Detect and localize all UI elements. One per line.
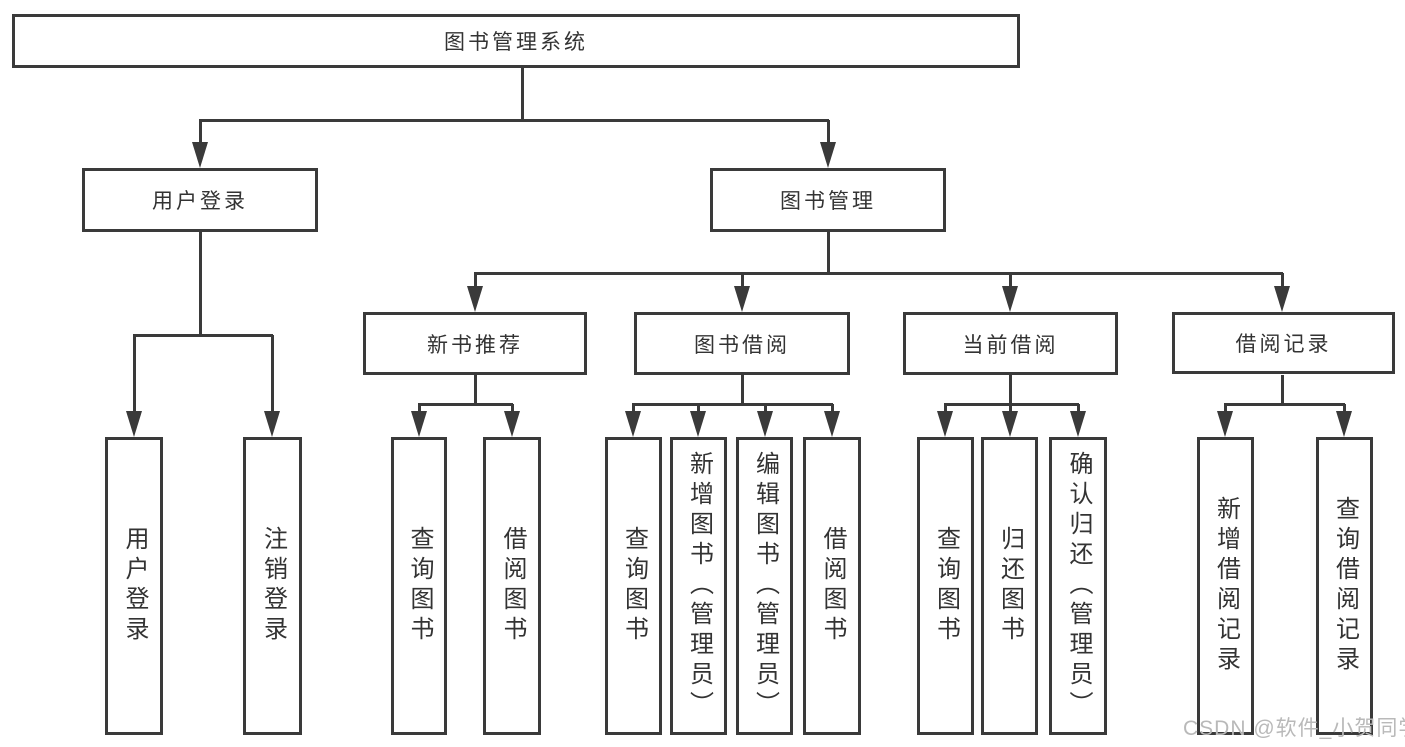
node-leaf-confirm-return: 确认归还（管理员） [1049,437,1107,735]
node-new-book-rec: 新书推荐 [363,312,587,375]
connector-drop-book-borrow [632,404,635,413]
arrow-down-icon [625,411,641,437]
connector-bar-user-login [133,334,273,337]
arrow-down-icon [1002,411,1018,437]
connector-trunk-borrow-records [1281,375,1284,404]
connector-drop-borrow-records [1224,404,1227,413]
node-borrow-records: 借阅记录 [1172,312,1395,374]
node-leaf-return-book: 归还图书 [981,437,1038,735]
connector-bar-book-borrow [632,403,833,406]
arrow-down-icon [1274,286,1290,312]
connector-drop-new-book-rec [511,404,514,413]
connector-drop-user-login [271,335,274,413]
node-leaf-edit-book: 编辑图书（管理员） [736,437,793,735]
node-current-borrow: 当前借阅 [903,312,1118,375]
connector-bar-book-mgmt [474,272,1283,275]
arrow-down-icon [126,411,142,437]
connector-drop-book-mgmt [1281,273,1284,288]
node-leaf-borrow-book-2: 借阅图书 [803,437,861,735]
csdn-watermark: CSDN @软件_小贺同学 [1183,717,1405,740]
node-leaf-add-record: 新增借阅记录 [1197,437,1254,735]
arrow-down-icon [757,411,773,437]
node-leaf-query-book-3: 查询图书 [917,437,974,735]
connector-bar-root [199,119,829,122]
arrow-down-icon [734,286,750,312]
arrow-down-icon [937,411,953,437]
arrow-down-icon [824,411,840,437]
arrow-down-icon [192,142,208,168]
arrow-down-icon [264,411,280,437]
node-book-mgmt: 图书管理 [710,168,946,232]
connector-drop-book-borrow [831,404,834,413]
connector-drop-current-borrow [1077,404,1080,413]
connector-drop-book-mgmt [1009,273,1012,288]
connector-trunk-book-borrow [741,375,744,404]
connector-drop-current-borrow [944,404,947,413]
connector-drop-book-mgmt [741,273,744,288]
node-leaf-query-book-2: 查询图书 [605,437,662,735]
connector-drop-current-borrow [1009,404,1012,413]
node-leaf-add-book: 新增图书（管理员） [670,437,727,735]
connector-drop-new-book-rec [418,404,421,413]
node-leaf-borrow-book-1: 借阅图书 [483,437,541,735]
node-root: 图书管理系统 [12,14,1020,68]
connector-drop-book-borrow [697,404,700,413]
connector-trunk-root [521,68,524,120]
node-leaf-query-record: 查询借阅记录 [1316,437,1373,735]
node-user-login: 用户登录 [82,168,318,232]
connector-drop-book-mgmt [474,273,477,288]
connector-trunk-user-login [199,232,202,335]
connector-drop-book-borrow [764,404,767,413]
arrow-down-icon [504,411,520,437]
connector-drop-borrow-records [1343,404,1346,413]
arrow-down-icon [1002,286,1018,312]
node-leaf-login: 用户登录 [105,437,163,735]
arrow-down-icon [690,411,706,437]
connector-trunk-current-borrow [1009,375,1012,404]
connector-bar-new-book-rec [418,403,513,406]
arrow-down-icon [411,411,427,437]
connector-drop-root [827,120,830,144]
connector-drop-root [199,120,202,144]
connector-bar-borrow-records [1224,403,1345,406]
arrow-down-icon [467,286,483,312]
node-book-borrow: 图书借阅 [634,312,850,375]
connector-drop-user-login [133,335,136,413]
node-leaf-query-book-1: 查询图书 [391,437,447,735]
arrow-down-icon [820,142,836,168]
arrow-down-icon [1217,411,1233,437]
connector-trunk-new-book-rec [474,375,477,404]
arrow-down-icon [1336,411,1352,437]
arrow-down-icon [1070,411,1086,437]
connector-trunk-book-mgmt [827,232,830,273]
node-leaf-logout: 注销登录 [243,437,302,735]
